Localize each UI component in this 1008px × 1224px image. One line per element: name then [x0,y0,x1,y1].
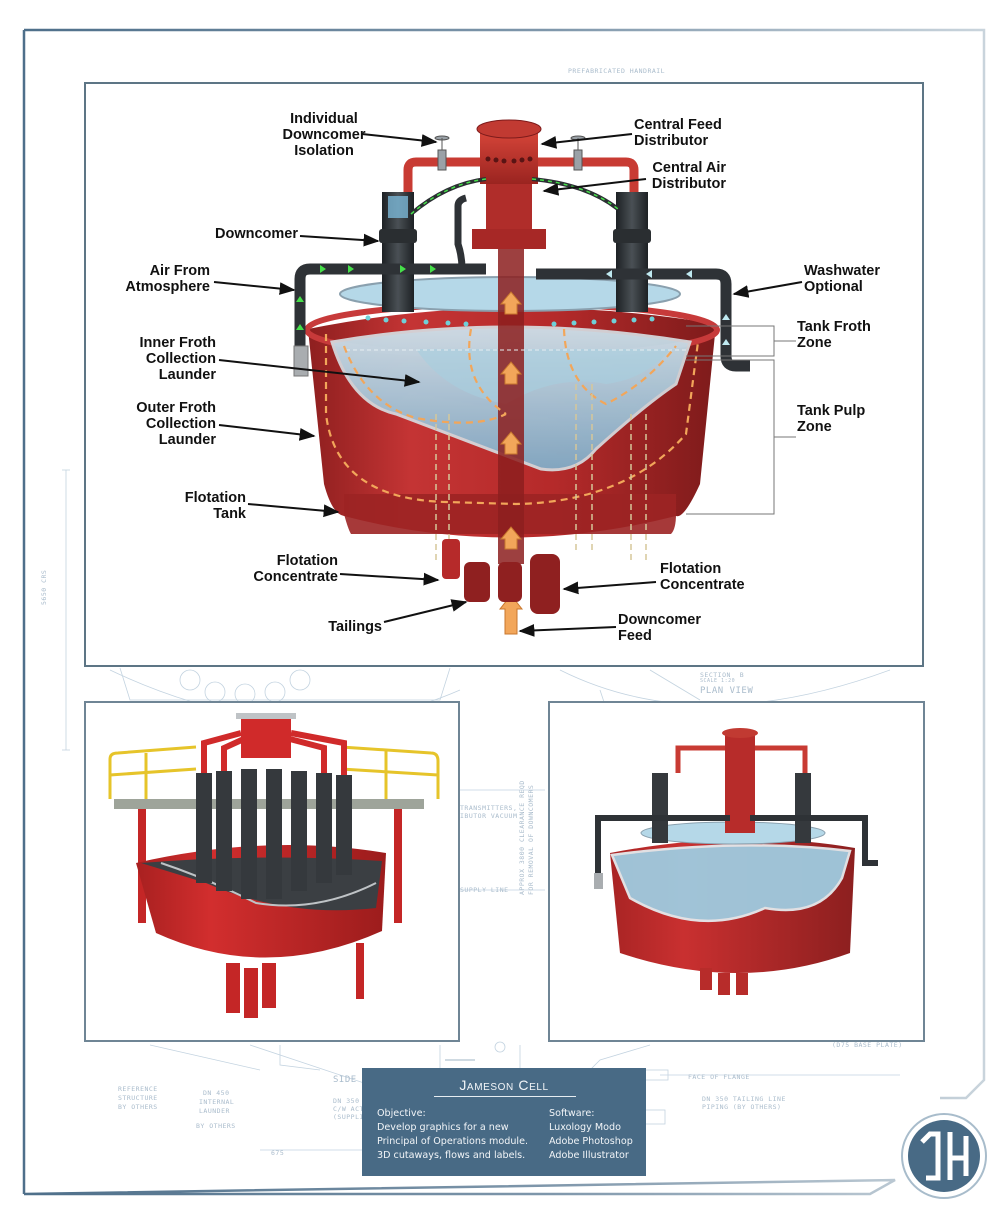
blueprint-note: PREFABRICATED HANDRAIL [568,67,666,75]
blueprint-note: STRUCTURE [118,1094,158,1102]
objective-line: 3D cutaways, flows and labels. [377,1150,526,1161]
label-tank-froth-zone: Tank Froth Zone [797,319,871,351]
blueprint-note: PIPING (BY OTHERS) [702,1103,782,1111]
logo-initials-icon [920,1131,969,1181]
blueprint-note: FOR REMOVAL OF DOWNCOMERS [527,784,535,895]
concentrate-outlet-left [442,539,460,579]
air-flow-arrows [296,265,436,330]
pulp-flow-paths [435,384,647,564]
concentrate-outlet-right [530,554,560,614]
project-info-box: Jameson Cell Objective: Develop graphics… [362,1068,646,1176]
blueprint-dimension: 5650 CRS [40,569,48,605]
air-inlet-pipe [294,263,486,354]
label-flotation-concentrate-right: Flotation Concentrate [660,561,745,593]
label-downcomer: Downcomer [215,226,298,242]
label-washwater-optional: Washwater Optional [804,263,881,295]
objective-heading: Objective: [377,1108,426,1119]
downcomer-right [616,192,648,312]
feed-pipe-left [403,157,480,192]
washwater-drips [365,315,655,327]
label-flotation-tank: Flotation Tank [184,490,246,522]
blueprint-note: REFERENCE [118,1085,158,1093]
software-item: Adobe Illustrator [549,1150,629,1161]
blueprint-note: 675 [271,1149,285,1157]
blueprint-note: BY OTHERS [118,1103,158,1111]
software-item: Adobe Photoshop [549,1136,633,1147]
outer-frame [23,28,986,1196]
yellow-handrail [108,745,440,799]
label-individual-downcomer-isolation: Individual Downcomer Isolation [282,111,366,159]
software-heading: Software: [549,1108,595,1119]
blueprint-section-title: SECTION B [700,671,745,679]
jh-logo [901,1113,987,1199]
zone-brackets [686,325,796,515]
washwater-flow-arrows [606,270,730,345]
blueprint-note: LAUNDER [199,1107,230,1115]
cutaway-render-panel [548,701,925,1042]
objective-section: Objective: Develop graphics for a new Pr… [377,1107,528,1163]
blueprint-note: TRANSMITTERS, [460,804,518,812]
blueprint-note: INTERNAL [199,1098,235,1106]
feed-outlet [498,562,522,602]
objective-line: Develop graphics for a new [377,1122,509,1133]
label-tailings: Tailings [328,619,382,635]
blueprint-note: IBUTOR VACUUM [460,812,518,820]
blueprint-note: (SUPPLIE [333,1113,369,1121]
blueprint-plan-view: PLAN VIEW [700,686,754,696]
downcomer-cluster [196,769,352,899]
jameson-cell-cutaway [213,119,803,637]
full-cell-render-panel [84,701,460,1042]
isolation-valve-left [434,135,450,171]
cutaway-render [594,728,878,995]
label-downcomer-feed: Downcomer Feed [618,612,701,644]
air-hose-left [409,177,487,216]
feed-pipe-right [538,157,639,192]
blueprint-note: FACE OF FLANGE [688,1073,750,1081]
label-flotation-concentrate-left: Flotation Concentrate [253,553,338,585]
label-central-air-distributor: Central Air Distributor [651,160,726,192]
project-title: Jameson Cell [459,1077,549,1093]
objective-line: Principal of Operations module. [377,1136,529,1147]
software-section: Software: Luxology Modo Adobe Photoshop … [549,1107,633,1163]
label-outer-froth-collection-launder: Outer Froth Collection Launder [136,400,216,448]
label-inner-froth-collection-launder: Inner Froth Collection Launder [139,335,216,383]
main-diagram-panel: Individual Downcomer Isolation Central F… [84,82,924,667]
tailings-outlet [464,562,490,602]
title-underline [434,1096,576,1097]
blueprint-note: BY OTHERS [196,1122,236,1130]
leader-arrows [213,133,803,637]
concentrate-flow-paths [324,328,700,506]
full-cell-render [108,713,440,1018]
blueprint-note: SUPPLY LINE [460,886,509,894]
blueprint-note: DN 350 TAILING LINE [702,1095,786,1103]
software-item: Luxology Modo [549,1122,621,1133]
label-central-feed-distributor: Central Feed Distributor [634,117,722,149]
central-column [498,234,524,564]
air-filter [293,345,309,377]
blueprint-note: C/W ACT [333,1105,364,1113]
label-tank-pulp-zone: Tank Pulp Zone [797,403,866,435]
blueprint-note: APPROX 3800 CLEARANCE REQD [518,780,526,895]
label-air-from-atmosphere: Air From Atmosphere [125,263,210,295]
blueprint-note: DN 450 [203,1089,230,1097]
blueprint-section-scale: SCALE 1:20 [700,678,736,684]
blueprint-note: (D75 BASE PLATE) [832,1041,903,1049]
